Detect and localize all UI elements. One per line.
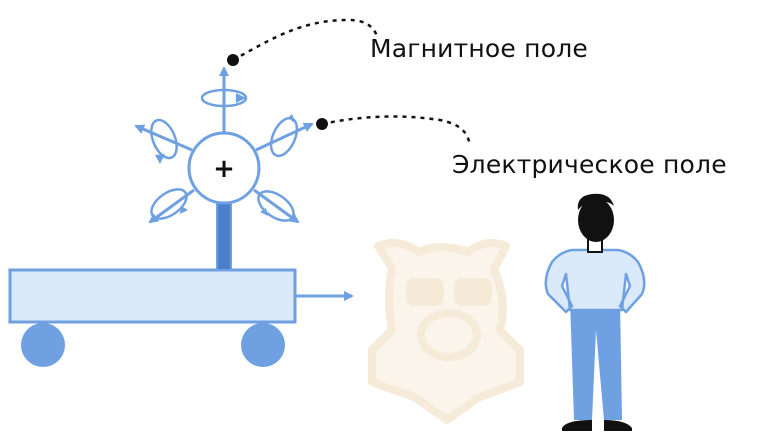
rotation-loop-icon [150, 188, 188, 220]
cart-wheel-right [241, 323, 285, 367]
charge: + [134, 66, 314, 224]
charge-rod [216, 197, 232, 271]
positive-charge [187, 131, 261, 205]
magnetic-field-label: Магнитное поле [370, 34, 588, 63]
rotation-loop-top-icon [200, 88, 248, 108]
rotation-loop-icon [257, 190, 295, 222]
cart [8, 197, 354, 367]
cart-body [8, 268, 297, 324]
rotation-loop-icon [150, 118, 178, 160]
magnetic-field-pointer [227, 18, 380, 66]
charge-sign: + [213, 154, 235, 184]
electric-field-label: Электрическое поле [452, 150, 727, 179]
bear-logo-watermark-icon [368, 239, 524, 424]
cart-wheel-left [21, 323, 65, 367]
observer-person-icon [544, 193, 646, 431]
electric-field-pointer [316, 115, 472, 147]
